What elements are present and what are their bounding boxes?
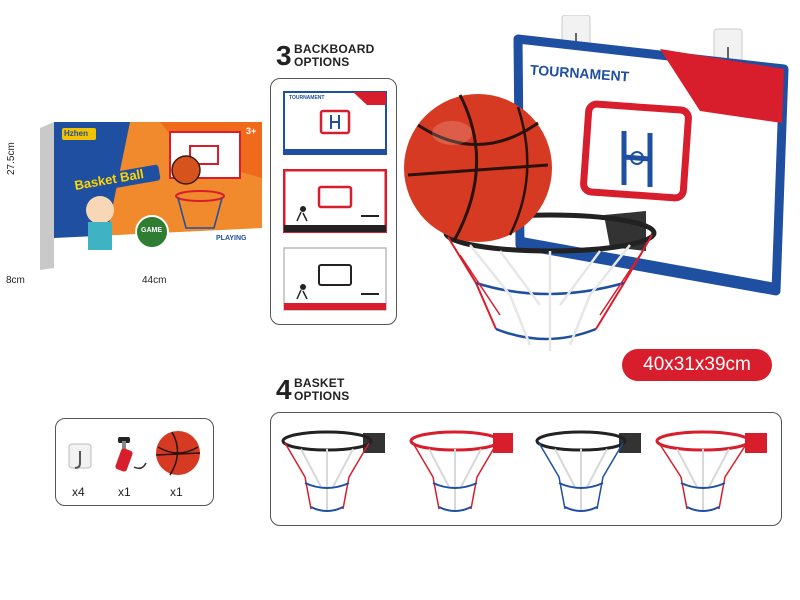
package-height-label: 27.5cm [6, 142, 17, 175]
pump-qty: x1 [118, 485, 131, 499]
backboard-section-line2: OPTIONS [294, 55, 350, 69]
basket-options-panel [270, 412, 782, 526]
package-box-image: Hzhen Basket Ball GAME 3+ PLAYING [40, 118, 262, 270]
accessories-panel: x4 x1 x1 [55, 418, 214, 506]
package-width-label: 44cm [142, 275, 167, 286]
basket-option-1[interactable] [281, 427, 393, 519]
backboard-option-2[interactable] [282, 168, 388, 234]
basket-section-line2: OPTIONS [294, 389, 350, 403]
basket-option-3[interactable] [533, 427, 645, 519]
ball-qty: x1 [170, 485, 183, 499]
basket-section-number: 4 [276, 374, 292, 405]
basket-option-2[interactable] [407, 427, 519, 519]
backboard-section-number: 3 [276, 40, 292, 71]
ball-icon [155, 431, 201, 476]
backboard-option-1-label: TOURNAMENT [289, 95, 325, 101]
size-badge: 40x31x39cm [622, 349, 772, 381]
backboard-option-1[interactable]: TOURNAMENT [283, 91, 387, 155]
backboard-option-3[interactable] [283, 247, 387, 311]
hook-qty: x4 [72, 485, 85, 499]
pump-icon [115, 437, 147, 472]
package-badge: GAME [141, 227, 162, 234]
hook-icon [68, 443, 92, 469]
backboard-section-line1: BACKBOARD [294, 42, 375, 56]
main-hoop-image: TOURNAMENT [400, 14, 795, 370]
basket-section-line1: BASKET [294, 376, 345, 390]
package-playing: PLAYING [216, 235, 247, 242]
package-depth-label: 8cm [6, 275, 25, 286]
package-age: 3+ [246, 126, 257, 136]
basket-option-4[interactable] [653, 427, 773, 519]
backboard-options-panel: TOURNAMENT [270, 78, 397, 325]
package-brand: Hzhen [64, 129, 88, 138]
